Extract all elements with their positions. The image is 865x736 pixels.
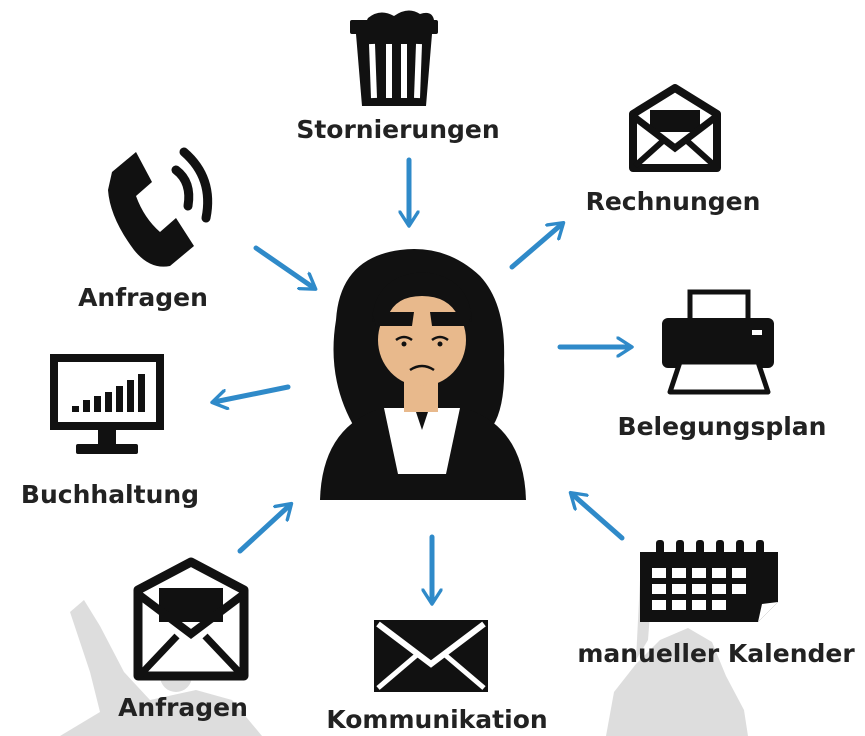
label-manueller-kalender: manueller Kalender: [577, 639, 855, 668]
open-envelope-icon: [133, 557, 249, 681]
trash-bin-icon: [350, 10, 438, 106]
printer-icon: [662, 289, 774, 395]
label-kommunikation: Kommunikation: [326, 705, 548, 734]
arrow-anfragen-mail: [237, 505, 290, 554]
label-buchhaltung: Buchhaltung: [20, 480, 200, 509]
stressed-woman-icon: [320, 249, 526, 500]
label-anfragen-mail: Anfragen: [118, 693, 248, 722]
label-anfragen-phone: Anfragen: [78, 283, 208, 312]
label-rechnungen: Rechnungen: [585, 187, 761, 216]
arrow-buchhaltung: [214, 384, 291, 402]
label-stornierungen: Stornierungen: [296, 115, 500, 144]
calendar-icon: [640, 540, 778, 622]
monitor-chart-icon: [50, 354, 164, 454]
arrow-rechnungen: [509, 224, 562, 270]
arrow-anfragen-phone: [253, 245, 314, 288]
phone-ringing-icon: [108, 147, 213, 267]
open-envelope-icon: [629, 84, 721, 172]
label-belegungsplan: Belegungsplan: [617, 412, 827, 441]
arrows: [214, 157, 630, 602]
arrow-manueller-kalender: [572, 494, 625, 541]
closed-envelope-icon: [374, 620, 488, 692]
